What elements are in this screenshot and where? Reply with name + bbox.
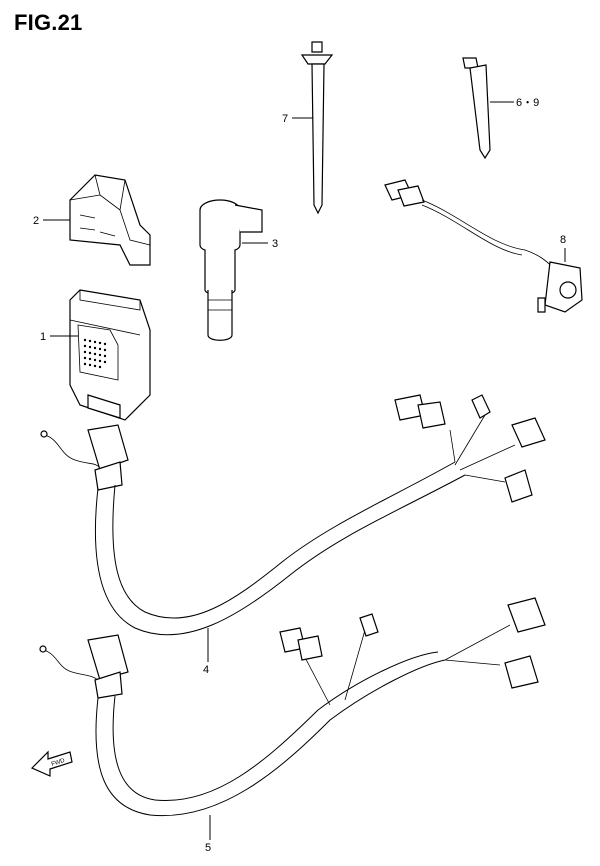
wiring-harness-upper[interactable] xyxy=(40,394,546,636)
callout-3: 3 xyxy=(272,238,278,250)
fwd-direction-arrow: FWD xyxy=(30,750,73,777)
wiring-harness-lower[interactable] xyxy=(39,597,546,817)
cable-tie-long[interactable] xyxy=(300,41,334,215)
ignition-coil[interactable] xyxy=(199,199,263,341)
callout-7: 7 xyxy=(282,113,288,125)
callout-4: 4 xyxy=(203,664,209,676)
fwd-label: FWD xyxy=(51,758,66,768)
ecu-unit[interactable] xyxy=(69,289,151,421)
callout-1: 1 xyxy=(40,331,46,343)
callout-2: 2 xyxy=(33,215,39,227)
callout-6-9: 6・9 xyxy=(516,97,539,109)
ecu-cover[interactable] xyxy=(69,174,151,266)
callout-8: 8 xyxy=(560,234,566,246)
figure-title: FIG.21 xyxy=(14,10,83,35)
callout-5: 5 xyxy=(205,842,211,854)
cable-tie-short[interactable] xyxy=(462,57,491,160)
sensor-assembly[interactable] xyxy=(384,179,583,313)
